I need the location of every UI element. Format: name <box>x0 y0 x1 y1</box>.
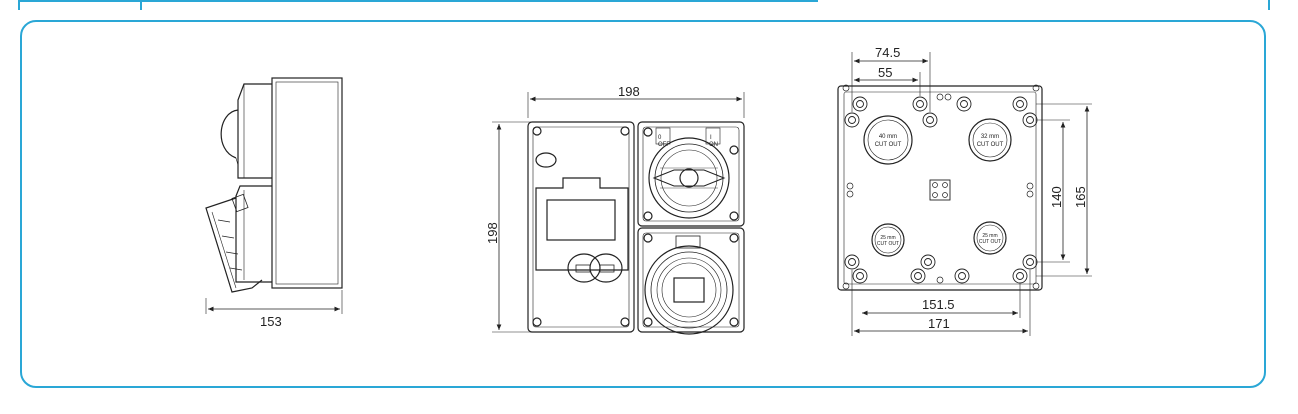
front-height-label: 198 <box>485 222 500 244</box>
off-symbol: 0 <box>658 135 662 141</box>
cutout-32mm <box>968 118 1012 162</box>
cutout-40-size: 40 mm <box>879 134 897 140</box>
mount-hole-icon <box>922 112 938 128</box>
center-boss <box>929 179 951 201</box>
screw-icon <box>643 211 653 221</box>
side-socket-module <box>235 185 272 283</box>
cutout-25-right-label: CUT OUT <box>979 239 1001 245</box>
rotary-switch-outer <box>648 137 730 219</box>
cutout-32-label: CUT OUT <box>977 142 1004 148</box>
mount-hole-icon <box>1012 96 1028 112</box>
cutout-32-size: 32 mm <box>981 134 999 140</box>
header-tick-left <box>18 0 20 10</box>
mount-hole-icon <box>1022 112 1038 128</box>
cutout-25-left-label: CUT OUT <box>877 241 899 247</box>
mount-hole-icon <box>956 96 972 112</box>
top-dim-55-label: 55 <box>878 65 892 80</box>
socket-outer <box>644 245 734 335</box>
cutout-25-left-size: 25 mm <box>880 235 895 241</box>
socket-face <box>673 277 705 303</box>
side-body-inner <box>275 81 339 285</box>
bottom-dim-171-label: 171 <box>928 316 950 331</box>
diagram-frame <box>20 20 1266 388</box>
mount-hole-icon <box>954 268 970 284</box>
mount-hole-icon <box>910 268 926 284</box>
cutout-40mm <box>863 115 913 165</box>
on-symbol: I <box>710 135 712 141</box>
off-label: OFF <box>658 142 670 148</box>
side-switch-module <box>237 83 272 179</box>
screw-icon <box>620 126 630 136</box>
front-latch-right <box>589 253 623 283</box>
side-view <box>205 77 343 314</box>
mount-hole-icon <box>844 112 860 128</box>
side-width-label: 153 <box>260 314 282 329</box>
mount-hole-icon <box>852 96 868 112</box>
mount-hole-icon <box>920 254 936 270</box>
side-socket-angled <box>205 197 263 293</box>
front-left-panel <box>527 121 635 333</box>
right-dim-165-label: 165 <box>1073 186 1088 208</box>
front-switch-panel <box>637 121 745 227</box>
screw-icon <box>729 211 739 221</box>
cutout-40-label: CUT OUT <box>875 142 902 148</box>
back-view <box>837 52 1092 336</box>
cutout-25mm-right <box>973 221 1007 255</box>
cutout-25mm-left <box>871 223 905 257</box>
screw-icon <box>729 233 739 243</box>
rotary-switch-handle <box>652 169 726 187</box>
front-window-frame <box>535 177 629 271</box>
mount-hole-icon <box>1022 254 1038 270</box>
screw-icon <box>532 317 542 327</box>
right-dim-140-label: 140 <box>1049 186 1064 208</box>
on-label: ON <box>709 142 718 148</box>
screw-icon <box>620 317 630 327</box>
header-tick-mid <box>140 0 142 10</box>
header-rule <box>18 0 818 2</box>
front-socket-panel <box>637 227 745 333</box>
mount-hole-icon <box>852 268 868 284</box>
screw-icon <box>643 127 653 137</box>
front-window <box>546 199 616 241</box>
rotary-switch-center <box>679 168 699 188</box>
mount-hole-icon <box>912 96 928 112</box>
front-indicator <box>535 152 557 168</box>
screw-icon <box>729 145 739 155</box>
screw-icon <box>643 233 653 243</box>
top-dim-74-5-label: 74.5 <box>875 45 900 60</box>
mount-hole-icon <box>1012 268 1028 284</box>
header-tick-right <box>1268 0 1270 10</box>
screw-icon <box>729 317 739 327</box>
front-view <box>492 92 745 335</box>
front-width-label: 198 <box>618 84 640 99</box>
cutout-25-right-size: 25 mm <box>982 233 997 239</box>
side-knob <box>220 109 239 159</box>
bottom-dim-151-5-label: 151.5 <box>922 297 955 312</box>
screw-icon <box>643 317 653 327</box>
back-body <box>837 85 1043 291</box>
screw-icon <box>532 126 542 136</box>
mount-hole-icon <box>844 254 860 270</box>
side-body <box>271 77 343 289</box>
